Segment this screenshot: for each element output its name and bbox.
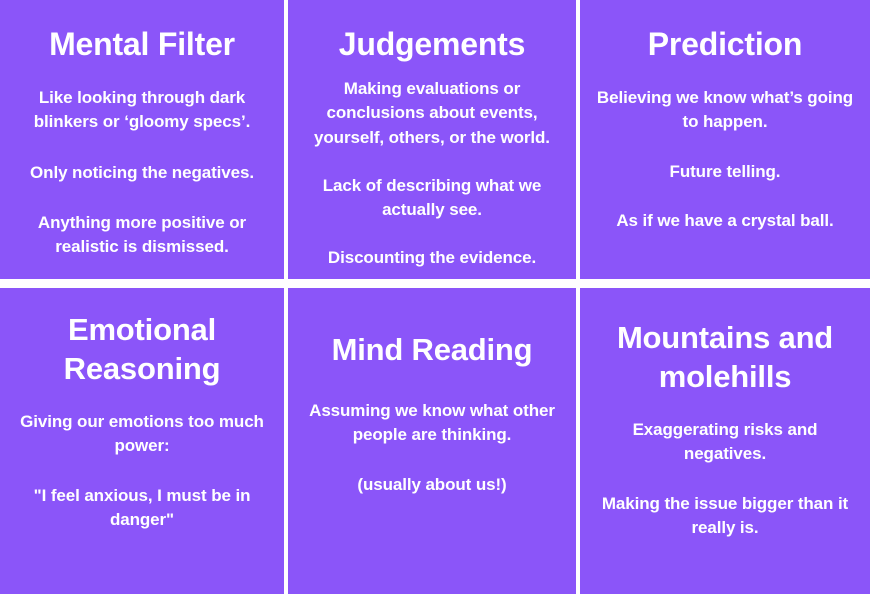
card-paragraph: Anything more positive or realistic is d…	[37, 212, 247, 256]
card-paragraph: Making evaluations or conclusions about …	[314, 79, 550, 147]
card-paragraph: Exaggerating risks and negatives.	[632, 420, 818, 464]
card-title: Mind Reading	[331, 332, 533, 367]
card-paragraph: Only noticing the negatives.	[30, 162, 254, 182]
card-paragraph: Giving our emotions too much power:	[20, 412, 264, 456]
grid-cell: Mind Reading Assuming we know what other…	[288, 288, 580, 594]
grid-cell: Emotional Reasoning Giving our emotions …	[0, 288, 288, 594]
card-paragraph: Lack of describing what we actually see.	[322, 175, 542, 219]
card-paragraph: Believing we know what’s going to happen…	[596, 88, 854, 132]
card-title: Judgements	[338, 26, 526, 62]
grid-cell: Judgements Making evaluations or conclus…	[288, 0, 580, 288]
card-title: Emotional Reasoning	[63, 312, 221, 387]
card-mind-reading[interactable]: Mind Reading Assuming we know what other…	[288, 288, 576, 594]
card-body: Making evaluations or conclusions about …	[302, 77, 562, 279]
card-title: Prediction	[647, 26, 803, 62]
card-prediction[interactable]: Prediction Believing we know what’s goin…	[580, 0, 870, 279]
card-judgements[interactable]: Judgements Making evaluations or conclus…	[288, 0, 576, 279]
card-mountains-and-molehills[interactable]: Mountains and molehills Exaggerating ris…	[580, 288, 870, 594]
card-paragraph: "I feel anxious, I must be in danger"	[33, 486, 251, 530]
card-body: Exaggerating risks and negatives. Making…	[594, 418, 856, 567]
card-paragraph: Making the issue bigger than it really i…	[601, 494, 849, 538]
card-body: Like looking through dark blinkers or ‘g…	[14, 86, 270, 259]
grid-cell: Mountains and molehills Exaggerating ris…	[580, 288, 870, 594]
card-paragraph: As if we have a crystal ball.	[616, 210, 834, 230]
card-mental-filter[interactable]: Mental Filter Like looking through dark …	[0, 0, 284, 279]
card-body: Assuming we know what other people are t…	[302, 399, 562, 523]
card-body: Giving our emotions too much power: "I f…	[14, 410, 270, 559]
card-emotional-reasoning[interactable]: Emotional Reasoning Giving our emotions …	[0, 288, 284, 594]
card-paragraph: (usually about us!)	[357, 475, 507, 495]
card-paragraph: Assuming we know what other people are t…	[309, 401, 555, 445]
card-body: Believing we know what’s going to happen…	[594, 86, 856, 258]
card-title: Mountains and molehills	[616, 320, 834, 395]
card-paragraph: Future telling.	[669, 161, 781, 181]
grid-cell: Prediction Believing we know what’s goin…	[580, 0, 870, 288]
card-paragraph: Like looking through dark blinkers or ‘g…	[33, 88, 251, 132]
card-paragraph: Discounting the evidence.	[327, 247, 537, 267]
grid-cell: Mental Filter Like looking through dark …	[0, 0, 288, 288]
card-title: Mental Filter	[49, 26, 235, 62]
